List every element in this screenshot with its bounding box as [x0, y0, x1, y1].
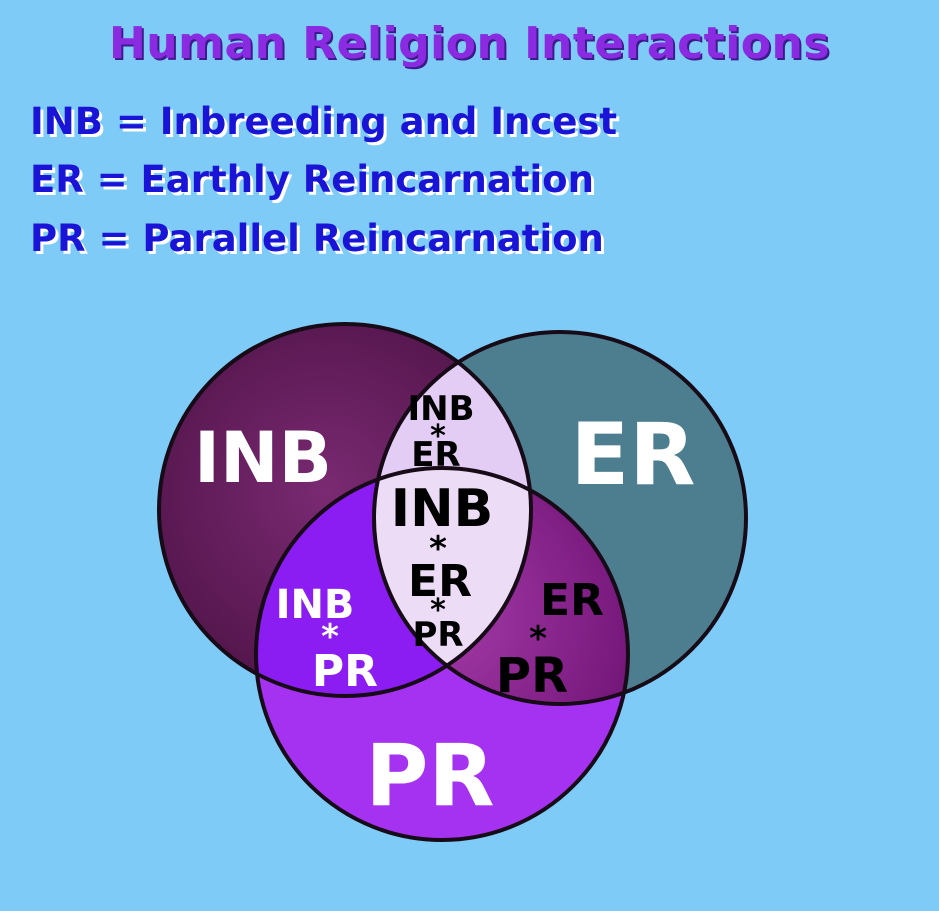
pr-outline — [254, 466, 630, 842]
er-outline — [372, 330, 748, 706]
all-label-5: PR — [412, 615, 463, 655]
all-label-1: INB — [391, 479, 494, 539]
legend-er: ER = Earthly Reincarnation — [30, 158, 594, 201]
inb-outline — [157, 322, 533, 698]
diagram-title: Human Religion Interactions — [108, 18, 831, 69]
er-pr-label-2: * — [529, 619, 547, 659]
inb-pr-label-1: INB — [276, 582, 355, 628]
legend-inb: INB = Inbreeding and Incest — [30, 100, 618, 143]
er-pr-label-1: ER — [540, 575, 604, 626]
inb-er-label-1: INB — [407, 389, 474, 429]
all-label-4: * — [430, 593, 446, 628]
set-label-pr: PR — [365, 726, 494, 826]
inb-pr-label-3: PR — [312, 646, 378, 697]
set-label-inb: INB — [194, 417, 332, 499]
region-all — [374, 468, 531, 696]
set-label-er: ER — [571, 405, 696, 505]
inb-er-label-3: ER — [411, 435, 460, 475]
inb-er-label-2: * — [430, 419, 446, 454]
all-label-2: * — [429, 529, 447, 569]
all-label-3: ER — [408, 556, 472, 607]
legend-pr: PR = Parallel Reincarnation — [30, 217, 604, 260]
inb-pr-label-2: * — [321, 617, 339, 657]
er-pr-label-3: PR — [496, 648, 568, 704]
